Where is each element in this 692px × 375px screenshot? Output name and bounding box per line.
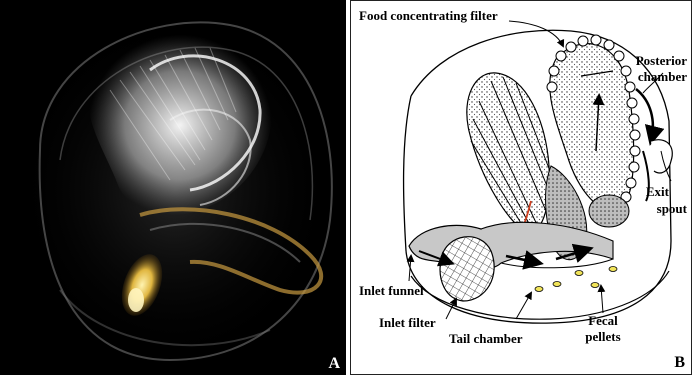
label-food-concentrating-filter: Food concentrating filter	[359, 8, 498, 23]
label-inlet-filter: Inlet filter	[379, 315, 436, 330]
panel-letter-b: B	[674, 354, 685, 372]
label-fecal-pellets-line1: Fecal	[583, 313, 623, 328]
inlet-filter-shape	[440, 237, 494, 301]
panel-a-photo: A	[0, 0, 346, 375]
label-fecal-pellets-line2: pellets	[579, 329, 627, 344]
label-tail-chamber: Tail chamber	[449, 331, 523, 346]
label-exit-spout-line2: spout	[657, 201, 687, 216]
panel-b-diagram: Food concentrating filter Posterior cham…	[350, 0, 692, 375]
exit-spout	[651, 140, 672, 173]
label-exit-spout-line1: Exit	[646, 184, 669, 199]
fecal-pellets-shapes	[535, 267, 617, 292]
label-posterior-chamber-line2: chamber	[638, 69, 687, 84]
panel-letter-a: A	[328, 355, 340, 373]
label-inlet-funnel: Inlet funnel	[359, 283, 424, 298]
house-photo-illustration	[0, 0, 346, 375]
label-posterior-chamber-line1: Posterior	[636, 53, 687, 68]
left-filter-lobe	[467, 73, 549, 232]
